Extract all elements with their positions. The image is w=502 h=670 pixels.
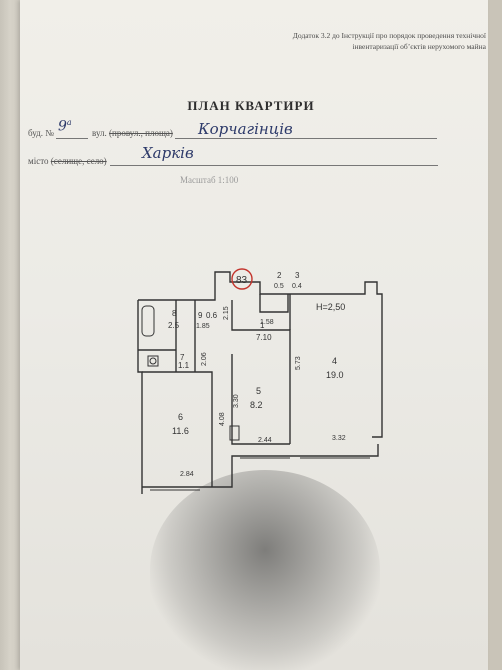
street-label-text: вул. (92, 128, 107, 138)
bathtub-icon (141, 305, 155, 337)
building-number: 9а (58, 118, 72, 135)
floor-plan: 83 9 0.6 8 2.5 7 1.1 1 7.10 2 0.5 3 0.4 … (137, 268, 383, 494)
room-3-area: 0.4 (292, 283, 302, 290)
document-title: ПЛАН КВАРТИРИ (187, 98, 315, 113)
dim-5-73: 5.73 (295, 356, 302, 370)
dim-2-84: 2.84 (180, 471, 194, 478)
appendix-line-1: Додаток 3.2 до Інструкції про порядок пр… (292, 31, 486, 40)
height-note: Н=2,50 (316, 302, 345, 312)
city-struck-text: (селище, село) (50, 156, 107, 166)
street-underline (175, 138, 437, 139)
building-underline (56, 138, 88, 139)
dim-1-58: 1.58 (260, 319, 274, 326)
room-3-num: 3 (295, 271, 300, 280)
appendix-note: Додаток 3.2 до Інструкції про порядок пр… (226, 30, 486, 52)
city-label-text: місто (28, 156, 49, 166)
toilet-bowl-icon (149, 357, 157, 365)
building-number-value: 9 (58, 118, 67, 135)
room-1-num: 1 (260, 321, 265, 330)
room-8-num: 8 (172, 309, 177, 318)
room-7-num: 7 (180, 353, 185, 362)
city-value: Харків (142, 144, 194, 162)
building-prefix: буд. № (28, 128, 54, 138)
dim-4-08: 4.08 (219, 412, 226, 426)
circle-mark (231, 268, 253, 290)
room-6-area: 11.6 (172, 426, 189, 436)
dim-1-85: 1.85 (196, 323, 210, 330)
building-label: буд. № (28, 128, 54, 138)
room-4-area: 19.0 (326, 370, 344, 380)
room-2-num: 2 (277, 271, 282, 280)
appendix-line-2: інвентаризації об’єктів нерухомого майна (352, 42, 486, 51)
room-2-area: 0.5 (274, 283, 284, 290)
room-7-area: 1.1 (178, 361, 190, 370)
room-6-num: 6 (178, 412, 183, 422)
dim-3-32: 3.32 (332, 435, 346, 442)
room-9-area: 0.6 (206, 311, 218, 320)
dim-2-06: 2.06 (201, 352, 208, 366)
room-1-area: 7.10 (256, 333, 272, 342)
room-5-num: 5 (256, 386, 261, 396)
balcony-marks (150, 457, 370, 491)
city-underline (110, 165, 438, 166)
building-number-sup: а (66, 118, 72, 127)
shadow-overlay (150, 470, 380, 670)
street-value: Корчагінців (198, 120, 293, 138)
street-label: вул. (провул., площа) (92, 128, 173, 138)
scale-label: Масштаб 1:100 (180, 175, 239, 185)
dim-2-44: 2.44 (258, 437, 272, 444)
street-struck-text: (провул., площа) (109, 128, 173, 138)
dim-3-30: 3.30 (233, 394, 240, 408)
room-9-num: 9 (198, 311, 203, 320)
room-4-num: 4 (332, 356, 337, 366)
room-8-area: 2.5 (168, 321, 180, 330)
plan-walls (137, 271, 383, 494)
dim-2-15: 2.15 (223, 306, 230, 320)
circle-number: 83 (236, 275, 248, 286)
city-label: місто (селище, село) (28, 156, 107, 166)
stove-icon (229, 425, 240, 441)
toilet-icon (147, 355, 159, 367)
room-5-area: 8.2 (250, 400, 263, 410)
